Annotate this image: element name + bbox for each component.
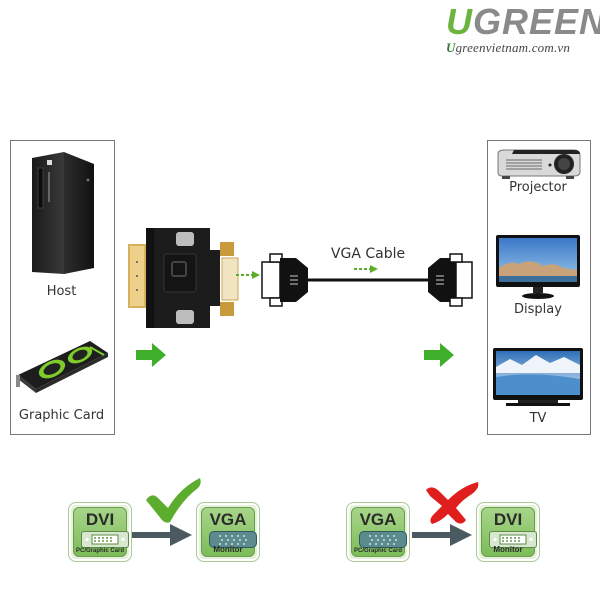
compat-supported-from-subtitle: PC/Graphic Card — [75, 548, 124, 554]
vga-port-icon — [209, 531, 257, 548]
compat-supported-to-subtitle: Monitor — [213, 545, 243, 554]
signal-direction-arrow-icon — [236, 271, 260, 279]
website-url[interactable]: Ugreenvietnam.com.vn — [446, 40, 596, 56]
projector-icon — [497, 149, 581, 179]
destination-label-display: Display — [514, 302, 562, 317]
monitor-icon — [496, 235, 580, 299]
destination-label-projector: Projector — [509, 180, 567, 195]
compat-unsupported-from-title: VGA — [359, 510, 397, 529]
dvi-port-icon — [489, 531, 537, 548]
green-arrow-right-icon — [136, 343, 166, 367]
destination-label-tv: TV — [529, 411, 547, 426]
source-label-host: Host — [46, 284, 77, 299]
tv-icon — [493, 348, 583, 406]
compat-supported-source-box: DVI PC/Graphic Card — [68, 502, 132, 562]
graphics-card-icon — [16, 341, 108, 393]
cross-icon — [426, 482, 479, 524]
compat-supported-to-title: VGA — [209, 510, 247, 529]
logo-letters: GREEN — [473, 1, 600, 42]
compat-supported-arrow-icon — [132, 524, 192, 546]
compat-supported-from-title: DVI — [85, 510, 115, 529]
desktop-tower-icon — [32, 152, 94, 274]
url-rest: greenvietnam.com.vn — [455, 40, 571, 55]
compat-supported-target-box: VGA Monitor — [196, 502, 260, 562]
compat-unsupported-arrow-icon — [412, 524, 472, 546]
logo-wordmark: UGREEN — [446, 1, 600, 42]
logo-letter-u: U — [446, 1, 473, 42]
compat-unsupported-to-title: DVI — [493, 510, 523, 529]
compat-unsupported-target-box: DVI Monitor — [476, 502, 540, 562]
ugreen-logo: UGREEN Ugreenvietnam.com.vn — [446, 1, 600, 56]
compat-unsupported-from-subtitle: PC/Graphic Card — [353, 548, 402, 554]
dvi-to-vga-adapter-icon — [128, 228, 239, 328]
vga-cable-icon — [261, 253, 473, 307]
vga-port-icon — [359, 531, 407, 548]
vga-cable-label: VGA Cable — [330, 246, 406, 262]
checkmark-icon — [146, 478, 201, 523]
source-label-graphic-card: Graphic Card — [18, 408, 105, 423]
compat-unsupported-to-subtitle: Monitor — [493, 545, 523, 554]
cable-direction-arrow-icon — [354, 265, 378, 273]
green-arrow-right-icon — [424, 343, 454, 367]
url-first-letter: U — [446, 40, 456, 55]
compat-unsupported-source-box: VGA PC/Graphic Card — [346, 502, 410, 562]
dvi-port-icon — [81, 531, 129, 548]
